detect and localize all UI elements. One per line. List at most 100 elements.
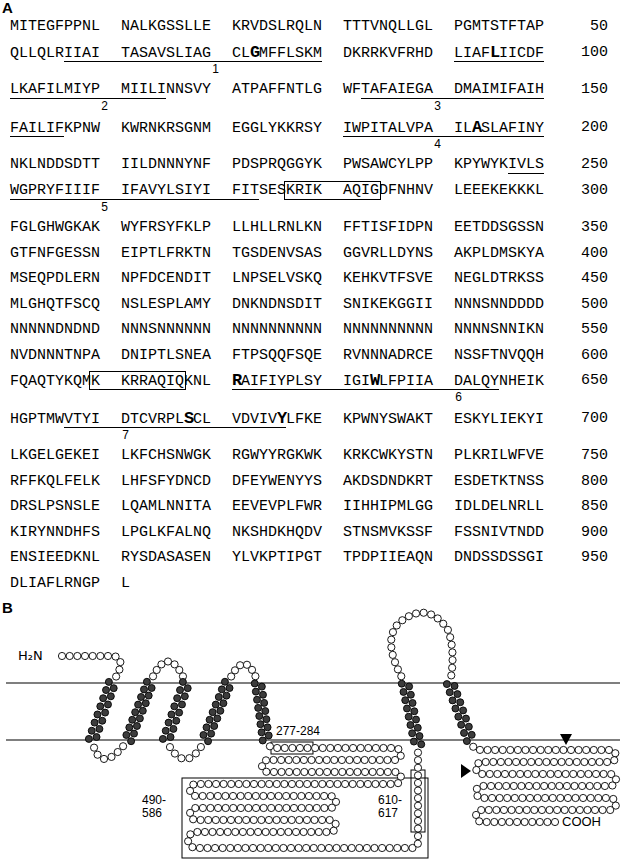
residue-count: 350 — [581, 219, 608, 237]
sequence-line: FAILIFKPNW KWRNKRSGNM EGGLYKKRSY IWPITAL… — [10, 119, 544, 138]
residue-bead — [414, 833, 421, 840]
residue-bead — [510, 782, 517, 789]
residue-bead — [105, 678, 112, 685]
residue-bead — [208, 730, 215, 737]
residue-bead — [199, 792, 206, 799]
residue-bead — [394, 666, 401, 673]
panel-letter: B — [2, 600, 13, 616]
residue-bead — [74, 652, 81, 659]
residue-bead — [330, 827, 337, 834]
residue-bead — [494, 770, 501, 777]
residue-bead — [178, 701, 185, 708]
sequence-line: HGPTMWVTYI DTCVRPLSCL VDVIVYLFKE KPWNYSW… — [10, 410, 544, 429]
residue-bead — [197, 743, 204, 750]
residue-bead — [584, 806, 591, 813]
residue-bead — [187, 831, 194, 838]
residue-bead — [265, 732, 272, 739]
residue-bead — [454, 691, 461, 698]
residue-bead — [303, 844, 310, 851]
highlighted-residue: R — [232, 372, 241, 390]
residue-bead — [200, 731, 207, 738]
residue-bead — [414, 764, 421, 771]
highlighted-residue: W — [370, 372, 379, 390]
residue-bead — [126, 724, 133, 731]
sequence-line: DRSLPSNSLE LQAMLNNITA EEVEVPLFWR IIHHIPM… — [10, 498, 544, 516]
residue-bead — [461, 729, 468, 736]
residue-bead — [532, 770, 539, 777]
residue-bead — [544, 818, 551, 825]
sequence-line: MSEQPDLERN NPFDCENDIT LNPSELVSKQ KEHKVTF… — [10, 270, 544, 288]
region-label: 277-284 — [276, 724, 320, 738]
transmembrane-underline — [10, 98, 166, 99]
residue-bead — [572, 794, 579, 801]
residue-bead — [573, 758, 580, 765]
sequence-line: NNNNNDNDND NNNSNNNNNN NNNNNNNNNN NNNNNNN… — [10, 321, 544, 339]
residue-count: 900 — [581, 524, 608, 542]
residue-bead — [486, 770, 493, 777]
arrowhead-marker — [461, 764, 471, 778]
residue-bead — [575, 746, 582, 753]
residue-bead — [407, 722, 414, 729]
residue-bead — [265, 844, 272, 851]
residue-bead — [162, 727, 169, 734]
residue-count: 600 — [581, 347, 608, 365]
residue-bead — [207, 804, 214, 811]
residue-bead — [524, 770, 531, 777]
residue-bead — [394, 844, 401, 851]
residue-bead — [387, 780, 394, 787]
residue-bead — [525, 782, 532, 789]
residue-bead — [303, 816, 310, 823]
residue-bead — [547, 770, 554, 777]
residue-bead — [145, 692, 152, 699]
residue-bead — [313, 804, 320, 811]
residue-bead — [300, 828, 307, 835]
residue-bead — [251, 680, 258, 687]
residue-bead — [449, 656, 456, 663]
chain-guide — [62, 656, 121, 683]
residue-bead — [455, 713, 462, 720]
residue-bead — [224, 828, 231, 835]
residue-bead — [227, 844, 234, 851]
panel-letter: A — [2, 0, 13, 16]
residue-bead — [361, 768, 368, 775]
residue-bead — [592, 770, 599, 777]
residue-count: 50 — [590, 18, 608, 36]
residue-bead — [332, 820, 339, 827]
residue-bead — [217, 707, 224, 714]
residue-bead — [490, 758, 497, 765]
residue-bead — [601, 782, 608, 789]
residue-bead — [414, 795, 421, 802]
residue-bead — [219, 844, 226, 851]
residue-count: 750 — [581, 447, 608, 465]
residue-bead — [236, 662, 243, 669]
residue-bead — [609, 782, 616, 789]
residue-bead — [206, 716, 213, 723]
residue-bead — [531, 806, 538, 813]
residue-bead — [129, 716, 136, 723]
residue-bead — [234, 844, 241, 851]
residue-bead — [539, 770, 546, 777]
residue-bead — [378, 844, 385, 851]
chain-guide — [128, 683, 150, 740]
residue-bead — [94, 751, 101, 758]
residue-bead — [473, 785, 480, 792]
residue-bead — [214, 804, 221, 811]
residue-bead — [222, 792, 229, 799]
residue-bead — [391, 756, 398, 763]
residue-bead — [293, 756, 300, 763]
residue-bead — [304, 780, 311, 787]
sequence-line: DLIAFLRNGP L — [10, 575, 130, 593]
residue-bead — [500, 806, 507, 813]
residue-count: 700 — [581, 410, 608, 428]
sequence-line: QLLQLRIIAI TASAVSLIAG CLGMFFLSKM DKRRKVF… — [10, 44, 544, 63]
chain-guide — [166, 740, 205, 759]
residue-bead — [598, 746, 605, 753]
residue-bead — [407, 691, 414, 698]
residue-bead — [252, 792, 259, 799]
residue-bead — [414, 724, 421, 731]
residue-bead — [120, 743, 127, 750]
residue-bead — [384, 756, 391, 763]
residue-chain — [58, 609, 619, 851]
residue-count: 800 — [581, 473, 608, 491]
